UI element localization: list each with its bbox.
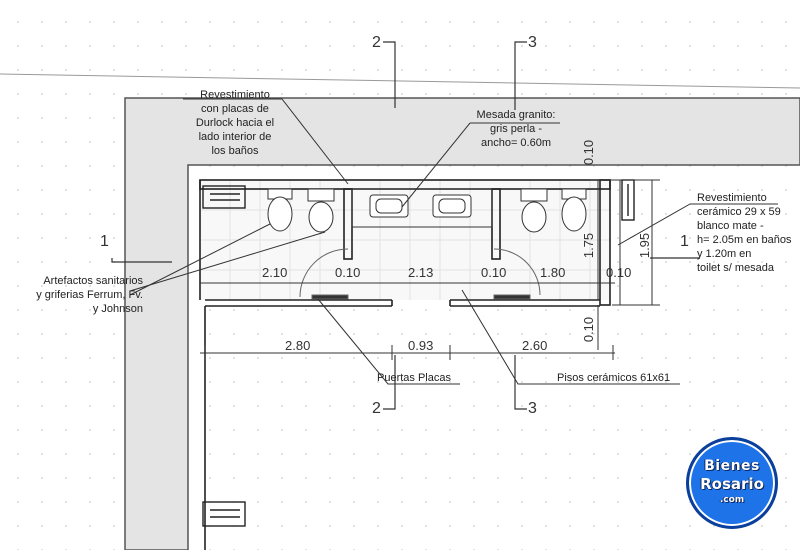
section-cut-lines xyxy=(111,41,700,410)
label-puertas: Puertas Placas xyxy=(377,372,451,384)
right-fixtures xyxy=(520,188,587,233)
dim-0-10-b: 0.10 xyxy=(481,265,507,280)
section-mark-2-bottom: 2 xyxy=(372,400,381,417)
dim-2-60: 2.60 xyxy=(522,338,548,353)
label-artefactos: Artefactos sanitarios y griferias Ferrum… xyxy=(36,275,143,315)
dim-0-93: 0.93 xyxy=(408,338,434,353)
section-mark-1-left: 1 xyxy=(100,233,109,250)
section-mark-3-bottom: 3 xyxy=(528,400,537,417)
dim-2-80: 2.80 xyxy=(285,338,311,353)
dim-0-10-c: 0.10 xyxy=(606,265,632,280)
logo-word-2: Rosario xyxy=(700,475,764,493)
logo-word-1: Bienes xyxy=(704,458,760,474)
leader-lines xyxy=(129,98,778,385)
label-mesada: Mesada granito: gris perla - ancho= 0.60… xyxy=(476,109,556,149)
left-fixtures xyxy=(267,188,335,233)
dim-v-0-10-top: 0.10 xyxy=(581,139,597,166)
granite-countertop xyxy=(351,188,493,228)
wall-symbols xyxy=(202,179,635,527)
dim-v-0-10-bottom: 0.10 xyxy=(581,316,597,343)
dim-0-10-a: 0.10 xyxy=(335,265,361,280)
section-mark-1-right: 1 xyxy=(680,233,689,250)
outer-wall xyxy=(124,97,800,550)
dimension-lines xyxy=(200,179,660,360)
section-mark-2-top: 2 xyxy=(372,34,381,51)
dim-v-1-75: 1.75 xyxy=(581,232,597,259)
dim-2-13: 2.13 xyxy=(408,265,434,280)
section-mark-3-top: 3 xyxy=(528,34,537,51)
reference-line xyxy=(0,73,800,89)
label-pisos: Pisos cerámicos 61x61 xyxy=(557,372,671,384)
logo-word-3: .com xyxy=(719,495,745,505)
label-revestimiento-ceramico: Revestimiento cerámico 29 x 59 blanco ma… xyxy=(697,192,792,274)
bienes-rosario-logo: Bienes Rosario .com xyxy=(686,437,778,529)
dim-2-10: 2.10 xyxy=(262,265,288,280)
dim-1-80: 1.80 xyxy=(540,265,566,280)
label-revestimiento-durlock: Revestimiento con placas de Durlock haci… xyxy=(195,89,275,157)
dim-v-1-95: 1.95 xyxy=(637,232,653,259)
sinks xyxy=(369,194,472,218)
door-swings xyxy=(299,248,541,300)
